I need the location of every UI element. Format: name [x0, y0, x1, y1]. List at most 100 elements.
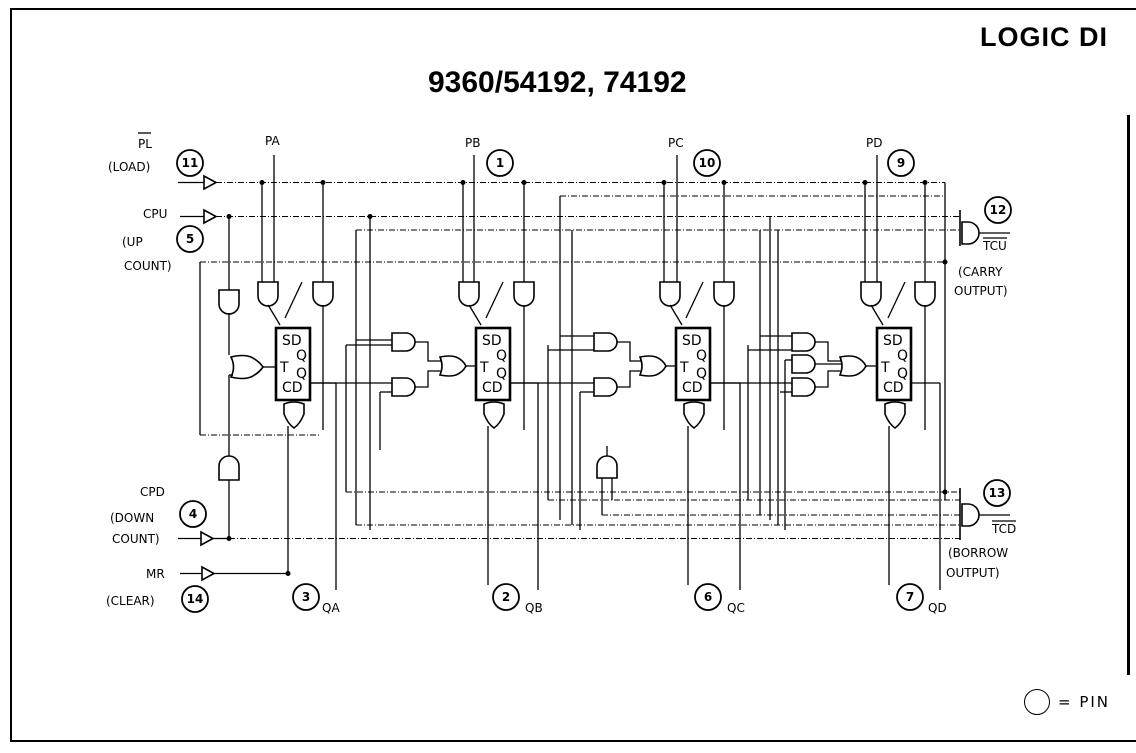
or-gate-icon — [838, 355, 867, 377]
svg-text:T: T — [279, 360, 289, 376]
pin-circle-icon — [1024, 689, 1050, 715]
pin-circle — [292, 583, 320, 611]
svg-text:3: 3 — [302, 590, 310, 604]
and-gate-icon — [860, 281, 882, 307]
mr-label: MR — [146, 567, 165, 581]
pl-pin: 11 — [182, 156, 199, 170]
svg-text:T: T — [479, 360, 489, 376]
pin-circle — [887, 149, 915, 177]
nand-gate-icon — [961, 503, 980, 527]
cpu-label: CPU — [143, 207, 167, 221]
svg-text:CD: CD — [482, 380, 503, 396]
cpd-sublabel-1: (DOWN — [110, 511, 154, 525]
right-edge-bar — [1127, 115, 1130, 675]
qc-label: QC — [727, 601, 745, 615]
pin-circle — [492, 583, 520, 611]
and-gate-icon — [914, 281, 936, 307]
svg-text:1: 1 — [496, 156, 504, 170]
left-control-logic — [199, 214, 945, 541]
stage-b: PB 1 SD Q T Q CD 2 QB — [310, 136, 543, 615]
svg-text:CD: CD — [682, 380, 703, 396]
and-gate-icon — [596, 455, 618, 479]
and-gate-icon — [458, 281, 480, 307]
qa-label: QA — [322, 601, 340, 615]
input-pl: PL (LOAD) 11 — [108, 132, 945, 191]
svg-text:Q: Q — [696, 348, 707, 364]
pin-circle — [181, 585, 209, 613]
svg-text:T: T — [880, 360, 890, 376]
or-gate-icon — [683, 401, 705, 429]
cpd-pin: 4 — [189, 507, 197, 521]
or-gate-icon — [283, 401, 305, 429]
svg-text:9: 9 — [897, 156, 905, 170]
borrow-sublabel-2: OUTPUT) — [946, 566, 1000, 580]
input-cpu: CPU (UP COUNT) 5 — [122, 207, 960, 273]
svg-text:7: 7 — [906, 590, 914, 604]
svg-text:6: 6 — [704, 590, 712, 604]
or-gate-icon — [438, 355, 467, 377]
cpu-pin: 5 — [186, 232, 194, 246]
carry-sublabel-1: (CARRY — [958, 265, 1003, 279]
svg-text:10: 10 — [699, 156, 716, 170]
and-gate-icon — [593, 332, 618, 352]
and-gate-icon — [713, 281, 735, 307]
stage-a: PA SD Q T Q CD 3 QA — [257, 134, 340, 615]
svg-text:Q: Q — [897, 348, 908, 364]
cpu-sublabel-2: COUNT) — [124, 259, 172, 273]
pin-circle — [896, 583, 924, 611]
svg-text:Q: Q — [296, 366, 307, 382]
cpu-buffer-icon — [203, 208, 218, 225]
svg-text:CD: CD — [883, 380, 904, 396]
svg-text:Q: Q — [696, 366, 707, 382]
nand-gate-icon — [961, 221, 980, 245]
svg-text:Q: Q — [296, 348, 307, 364]
svg-text:Q: Q — [496, 348, 507, 364]
mr-pin: 14 — [187, 592, 204, 606]
cpd-label: CPD — [140, 485, 165, 499]
or-gate-icon — [483, 401, 505, 429]
and-gate-icon — [791, 332, 816, 352]
cpd-sublabel-2: COUNT) — [112, 532, 160, 546]
stage-c: PC 10 SD Q T Q CD 6 QC — [510, 136, 745, 615]
pb-label: PB — [465, 136, 480, 150]
pl-buffer-icon — [203, 174, 218, 191]
flip-flop-d — [875, 326, 913, 402]
and-gate-icon — [659, 281, 681, 307]
pc-label: PC — [668, 136, 684, 150]
flip-flop-b — [474, 326, 512, 402]
pd-label: PD — [866, 136, 882, 150]
borrow-sublabel-1: (BORROW — [948, 546, 1008, 560]
tcd-label: TCD — [991, 522, 1016, 536]
pin-circle — [694, 583, 722, 611]
carry-sublabel-2: OUTPUT) — [954, 284, 1008, 298]
stage-d: PD 9 SD Q T Q CD 7 QD — [710, 136, 947, 615]
part-number-title: 9360/54192, 74192 — [428, 66, 687, 99]
and-gate-icon — [257, 281, 279, 307]
page-title: LOGIC DI — [980, 22, 1108, 52]
pin-circle — [176, 149, 204, 177]
svg-text:2: 2 — [502, 590, 510, 604]
pin-circle — [983, 479, 1011, 507]
flip-flop-c — [674, 326, 712, 402]
pin-circle — [176, 225, 204, 253]
pin-circle — [984, 196, 1012, 224]
and-gate-icon — [513, 281, 535, 307]
svg-text:Q: Q — [496, 366, 507, 382]
flip-flop-a — [274, 326, 312, 402]
svg-text:SD: SD — [883, 333, 903, 349]
svg-text:CD: CD — [282, 380, 303, 396]
pin-circle — [693, 149, 721, 177]
bus-lines — [346, 182, 960, 526]
and-gate-icon — [391, 332, 416, 352]
pin-circle — [486, 149, 514, 177]
cpu-sublabel-1: (UP — [122, 235, 143, 249]
cpd-buffer-icon — [200, 530, 215, 547]
input-cpd: CPD (DOWN COUNT) 4 — [110, 485, 960, 547]
pin-legend: = PIN — [1024, 689, 1110, 715]
and-gate-icon — [218, 289, 240, 315]
and-gate-icon — [218, 455, 240, 481]
or-gate-icon — [638, 355, 667, 377]
mr-sublabel: (CLEAR) — [106, 594, 155, 608]
mr-buffer-icon — [201, 565, 216, 582]
